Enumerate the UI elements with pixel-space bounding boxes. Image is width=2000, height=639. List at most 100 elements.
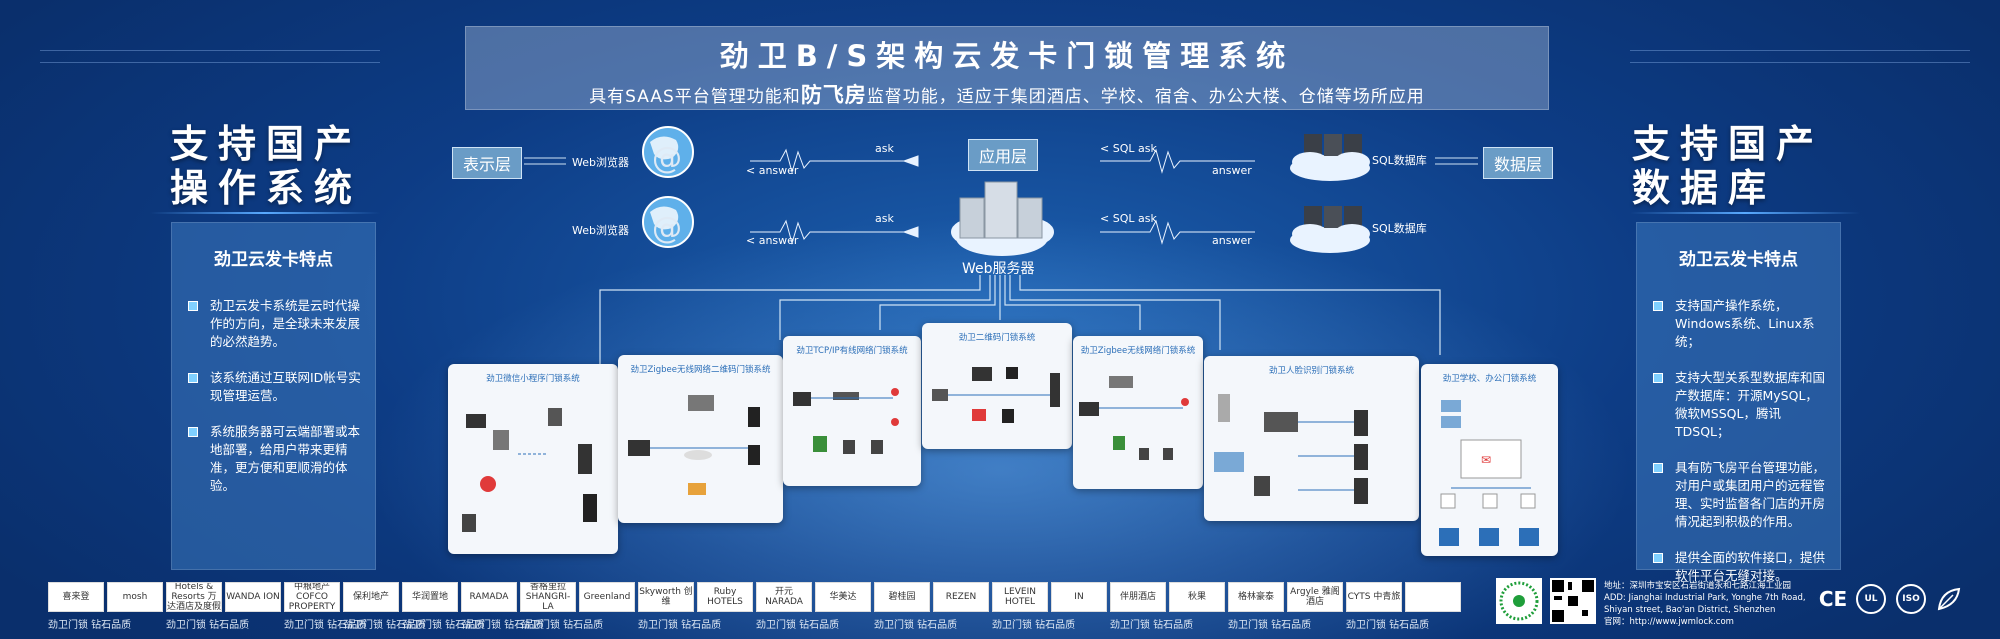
subsystem-title: 劲卫微信小程序门锁系统 [486, 374, 580, 384]
logo-caption: 劲卫门锁 钻石品质 [1346, 620, 1430, 631]
right-feature-panel: 劲卫云发卡特点 支持国产操作系统，Windows系统、Linux系统； 支持大型… [1636, 222, 1841, 583]
partner-logo: Argyle 雅阁酒店 [1287, 582, 1343, 612]
logo-caption: 劲卫门锁 钻石品质 [48, 620, 132, 631]
svg-text:✉: ✉ [1481, 453, 1491, 467]
partner-logo: 喜来登 [48, 582, 104, 612]
subsystem-diagram [1214, 394, 1368, 504]
address-line: ADD: Jianghai Industrial Park, Yonghe 7t… [1604, 593, 1806, 603]
sql-answer-label-1: answer [1212, 164, 1252, 177]
database-icon [1290, 206, 1370, 253]
logo-caption: 劲卫门锁 钻石品质 [756, 620, 840, 631]
right-heading: 支持国产 数据库 [1632, 122, 1824, 210]
partner-logo: 华润置地 [402, 582, 458, 612]
logo-caption: 劲卫门锁 钻石品质 [284, 620, 368, 631]
list-item: 支持国产操作系统，Windows系统、Linux系统； [1653, 297, 1826, 351]
logo-caption: 劲卫门锁 钻石品质 [520, 620, 604, 631]
subsystem-title: 劲卫Zigbee无线网络门锁系统 [1080, 346, 1196, 356]
partner-logo: REZEN [933, 582, 989, 612]
list-item: 具有防飞房平台管理功能，对用户或集团用户的远程管理、实时监督各门店的开房情况起到… [1653, 459, 1826, 531]
subsystem-card: 劲卫Zigbee无线网络门锁系统 [1073, 336, 1203, 489]
partner-logo: WANDA Hotels & Resorts 万达酒店及度假村 [166, 582, 222, 612]
subsystem-diagram: ✉ [1439, 400, 1539, 546]
subsystem-title: 劲卫二维码门锁系统 [958, 333, 1036, 343]
leaf-mark-icon [1934, 584, 1964, 614]
database-icon [1290, 134, 1370, 181]
subsystem-card: 劲卫二维码门锁系统 [922, 323, 1072, 449]
partner-logo: 伴朋酒店 [1110, 582, 1166, 612]
logo-caption: 劲卫门锁 钻石品质 [1110, 620, 1194, 631]
sql-ask-text: SQL ask [1112, 212, 1157, 225]
deco-line [1630, 62, 1970, 63]
deco-line [1630, 50, 1970, 51]
sql-ask-label-2: < SQL ask [1100, 212, 1157, 225]
left-heading-rule [150, 212, 380, 214]
logo-caption: 劲卫门锁 钻石品质 [992, 620, 1076, 631]
subsystem-diagram [932, 367, 1060, 423]
left-panel-title: 劲卫云发卡特点 [214, 250, 333, 270]
left-heading-line2: 操作系统 [170, 166, 363, 210]
list-item: 该系统通过互联网ID帐号实现管理运营。 [188, 369, 361, 405]
list-item: 支持大型关系型数据库和国产数据库：开源MySQL，微软MSSQL，腾讯TDSQL… [1653, 369, 1826, 441]
ul-mark-icon: UL [1856, 584, 1886, 614]
partner-logo: 保利地产 [343, 582, 399, 612]
presentation-layer-label: 表示层 [452, 147, 523, 179]
application-layer-label: 应用层 [968, 139, 1039, 171]
subsystem-title: 劲卫Zigbee无线网络二维码门锁系统 [630, 365, 771, 375]
subsystem-diagram [628, 395, 760, 495]
partner-logo: RAMADA [461, 582, 517, 612]
partner-logo: Greenland [579, 582, 635, 612]
list-item: 提供全面的软件接口，提供软件平台无缝对接。 [1653, 549, 1826, 585]
subsystem-card: 劲卫学校、办公门锁系统 ✉ [1421, 364, 1558, 556]
sql-ask-label-1: < SQL ask [1100, 142, 1157, 155]
page-title: 劲卫B/S架构云发卡门锁管理系统 [719, 39, 1295, 73]
right-heading-line1: 支持国产 [1632, 122, 1825, 166]
partner-logo: 格林豪泰 [1228, 582, 1284, 612]
partner-logo: 开元 NARADA [756, 582, 812, 612]
partner-logo: WANDA ION [225, 582, 281, 612]
right-heading-rule [1630, 212, 1860, 214]
subtitle-pre: 具有SAAS平台管理功能和 [589, 87, 801, 107]
right-feature-list: 支持国产操作系统，Windows系统、Linux系统； 支持大型关系型数据库和国… [1653, 297, 1826, 603]
partner-logo [1405, 582, 1461, 612]
svg-text:@: @ [652, 211, 682, 246]
answer-label-2: < answer [746, 234, 799, 247]
ce-mark-icon: CE [1818, 587, 1848, 611]
ask-label-1: ask [875, 142, 894, 155]
answer-text: answer [758, 234, 799, 247]
partner-logo: Ruby HOTELS [697, 582, 753, 612]
subtitle-emphasis: 防飞房 [800, 83, 867, 107]
logo-caption: 劲卫门锁 钻石品质 [402, 620, 486, 631]
address-line: 地址：深圳市宝安区石岩街道永和七路江海工业园 [1604, 581, 1792, 591]
subtitle-post: 监督功能，适应于集团酒店、学校、宿舍、办公大楼、仓储等场所应用 [866, 87, 1425, 107]
ask-label-2: ask [875, 212, 894, 225]
iso-mark-icon: ISO [1896, 584, 1926, 614]
partner-logo: 华美达 [815, 582, 871, 612]
partner-logo: 碧桂园 [874, 582, 930, 612]
svg-text:@: @ [652, 141, 682, 176]
left-feature-panel: 劲卫云发卡特点 劲卫云发卡系统是云时代操作的方向，是全球未来发展的必然趋势。 该… [171, 222, 376, 570]
answer-label-1: < answer [746, 164, 799, 177]
sql-answer-label-2: answer [1212, 234, 1252, 247]
partner-logo: IN [1051, 582, 1107, 612]
web-server-label: Web服务器 [962, 261, 1035, 277]
subsystem-title: 劲卫人脸识别门锁系统 [1268, 366, 1354, 376]
globe-icon: @ [642, 196, 694, 248]
company-address: 地址：深圳市宝安区石岩街道永和七路江海工业园 ADD: Jianghai Ind… [1604, 580, 1806, 628]
logo-caption: 劲卫门锁 钻石品质 [343, 620, 427, 631]
web-browser-label-1: Web浏览器 [572, 156, 629, 169]
subsystem-diagram [462, 408, 597, 532]
address-line: Shiyan street, Bao'an District, Shenzhen [1604, 605, 1776, 615]
page-subtitle: 具有SAAS平台管理功能和防飞房监督功能，适应于集团酒店、学校、宿舍、办公大楼、… [466, 79, 1548, 109]
qr-code-icon [1550, 578, 1596, 624]
logo-caption: 劲卫门锁 钻石品质 [461, 620, 545, 631]
sql-db-label-2: SQL数据库 [1372, 222, 1427, 235]
partner-logo: mosh [107, 582, 163, 612]
website-link[interactable]: 官网：http://www.jwmlock.com [1604, 617, 1734, 627]
deco-line [40, 62, 380, 63]
subsystem-card: 劲卫微信小程序门锁系统 [448, 364, 618, 554]
logo-caption: 劲卫门锁 钻石品质 [874, 620, 958, 631]
right-panel-title: 劲卫云发卡特点 [1679, 250, 1798, 270]
